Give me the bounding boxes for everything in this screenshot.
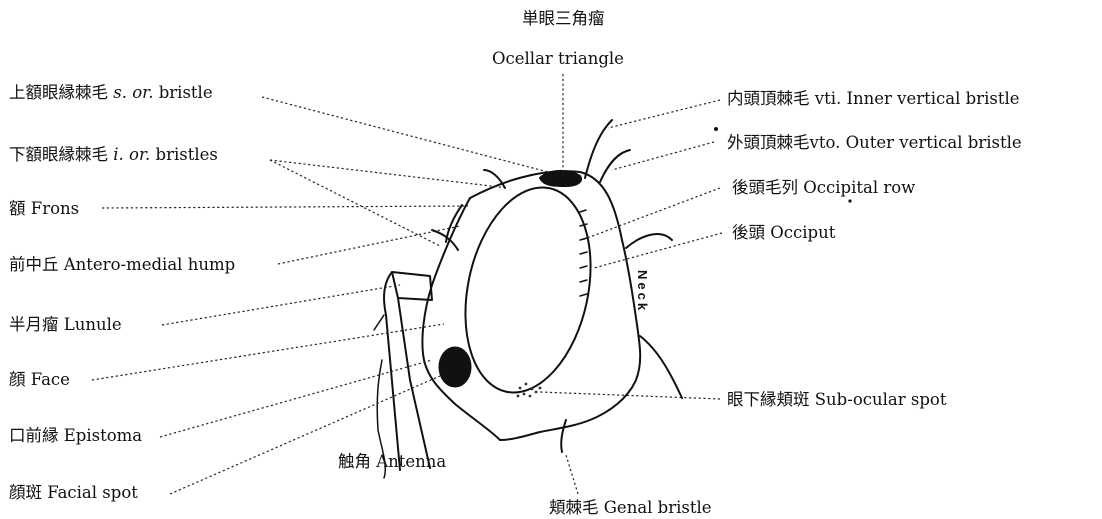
i-or-bristle bbox=[432, 230, 458, 250]
label-ocellar-ja: 単眼三角瘤 bbox=[522, 9, 605, 28]
label-lunule: 半月瘤 Lunule bbox=[9, 315, 122, 334]
neck-bristle-lower bbox=[640, 336, 682, 398]
label-genal: 頬棘毛 Genal bristle bbox=[549, 498, 712, 517]
leader-lines bbox=[92, 74, 722, 494]
label-occipital-row: 後頭毛列 Occipital row bbox=[732, 178, 915, 197]
label-sor: 上額眼縁棘毛 s. or. bristle bbox=[9, 83, 213, 102]
label-face: 顔 Face bbox=[9, 370, 70, 389]
label-occiput: 後頭 Occiput bbox=[732, 223, 836, 242]
genal-bristle bbox=[561, 420, 566, 452]
label-epistoma: 口前縁 Epistoma bbox=[9, 426, 142, 445]
dot-mark-2 bbox=[848, 199, 851, 202]
label-ocellar-en: Ocellar triangle bbox=[492, 49, 624, 68]
label-antenna: 触角 Antenna bbox=[338, 452, 446, 471]
label-ior: 下額眼縁棘毛 i. or. bristles bbox=[9, 145, 218, 164]
lunule-shape bbox=[392, 272, 432, 300]
label-hump: 前中丘 Antero-medial hump bbox=[9, 255, 235, 274]
label-vti: 内頭頂棘毛 vti. Inner vertical bristle bbox=[727, 89, 1020, 108]
label-vto: 外頭頂棘毛vto. Outer vertical bristle bbox=[727, 133, 1022, 152]
neck-bristle-upper bbox=[626, 234, 672, 248]
dot-mark-1 bbox=[714, 127, 718, 131]
neck-label: Neck bbox=[635, 270, 650, 313]
s-or-bristle bbox=[484, 170, 505, 188]
fly-head-drawing: Neck bbox=[374, 120, 852, 478]
antero-medial-hump-shape bbox=[446, 205, 462, 242]
label-facial-spot: 顔斑 Facial spot bbox=[9, 483, 138, 502]
face-lower-edge bbox=[422, 198, 500, 440]
antenna-shape bbox=[384, 272, 430, 470]
head-capsule bbox=[470, 171, 640, 440]
ocellar-triangle-shape bbox=[540, 171, 581, 186]
labels: 単眼三角瘤 Ocellar triangle 上額眼縁棘毛 s. or. bri… bbox=[9, 9, 1022, 517]
label-frons: 額 Frons bbox=[9, 199, 79, 218]
label-sub-ocular: 眼下縁頬斑 Sub-ocular spot bbox=[727, 390, 947, 409]
facial-spot-shape bbox=[439, 347, 471, 387]
inner-vertical-bristle bbox=[585, 120, 612, 178]
